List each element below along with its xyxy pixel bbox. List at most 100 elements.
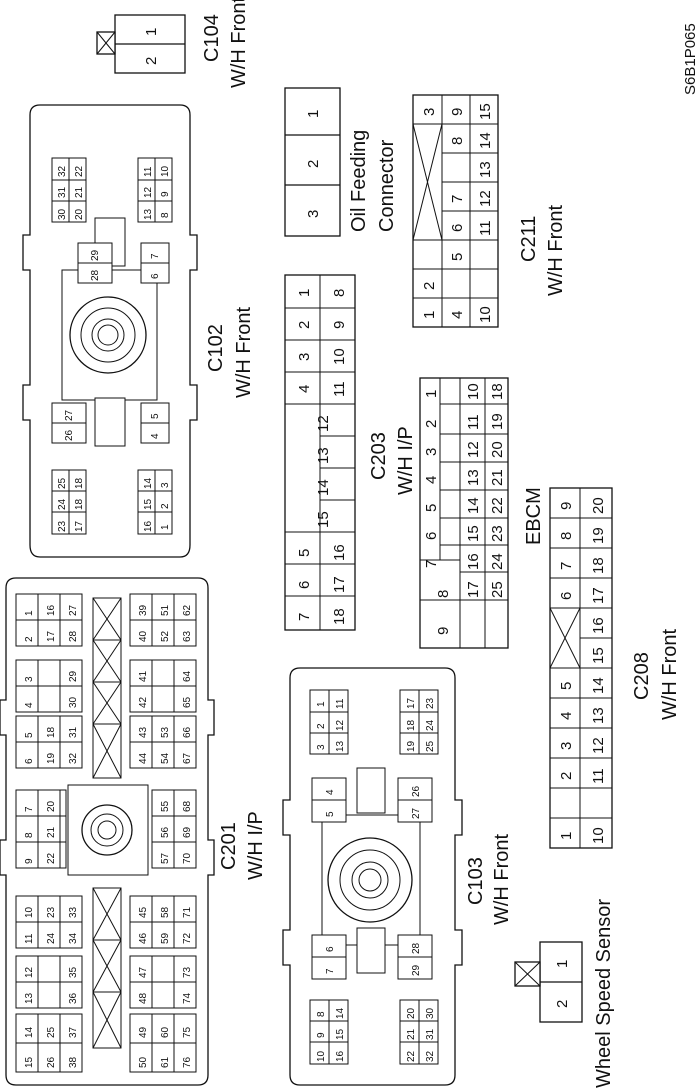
svg-text:3: 3 bbox=[24, 676, 35, 682]
c208-pin: 18 bbox=[590, 557, 607, 574]
svg-text:45: 45 bbox=[138, 906, 149, 918]
c211-pin: 15 bbox=[477, 103, 494, 120]
svg-text:33: 33 bbox=[68, 906, 79, 918]
svg-text:11: 11 bbox=[143, 166, 154, 177]
svg-text:20: 20 bbox=[406, 1007, 417, 1019]
svg-text:23: 23 bbox=[57, 520, 68, 532]
c208-pin: 3 bbox=[558, 742, 575, 750]
connector-oil-feeding: 1 2 3 Oil Feeding Connector bbox=[284, 87, 398, 237]
svg-text:30: 30 bbox=[57, 208, 68, 220]
svg-text:21: 21 bbox=[406, 1028, 417, 1040]
svg-text:75: 75 bbox=[182, 1026, 193, 1038]
svg-text:28: 28 bbox=[68, 630, 79, 642]
ebcm-pin: 20 bbox=[489, 441, 506, 458]
svg-text:2: 2 bbox=[316, 723, 327, 729]
svg-text:15: 15 bbox=[335, 1028, 346, 1040]
svg-text:10: 10 bbox=[160, 165, 171, 177]
svg-text:26: 26 bbox=[64, 429, 75, 441]
oil-pin-1: 1 bbox=[305, 110, 322, 118]
svg-text:3: 3 bbox=[316, 744, 327, 750]
svg-text:17: 17 bbox=[46, 630, 57, 642]
svg-text:65: 65 bbox=[182, 696, 193, 708]
svg-text:40: 40 bbox=[138, 630, 149, 642]
svg-text:4: 4 bbox=[325, 789, 336, 795]
svg-text:27: 27 bbox=[68, 604, 79, 616]
svg-text:17: 17 bbox=[74, 520, 85, 532]
svg-text:19: 19 bbox=[406, 740, 417, 752]
c211-pin: 11 bbox=[477, 220, 494, 236]
svg-text:13: 13 bbox=[335, 740, 346, 752]
svg-text:29: 29 bbox=[68, 670, 79, 682]
c203-pin: 3 bbox=[296, 353, 313, 361]
c103-name: C103 bbox=[465, 857, 487, 905]
svg-text:5: 5 bbox=[150, 413, 161, 419]
c208-pin: 6 bbox=[558, 592, 575, 600]
svg-text:34: 34 bbox=[68, 932, 79, 944]
svg-text:60: 60 bbox=[160, 1026, 171, 1038]
connector-wheel-speed-sensor: 1 2 Wheel Speed Sensor bbox=[514, 899, 615, 1088]
c211-pin: 13 bbox=[477, 161, 494, 178]
svg-text:22: 22 bbox=[74, 165, 85, 177]
svg-text:7: 7 bbox=[24, 806, 35, 812]
svg-text:11: 11 bbox=[335, 698, 346, 709]
svg-text:5: 5 bbox=[325, 811, 336, 817]
c203-pin: 12 bbox=[315, 415, 332, 432]
c211-pin: 4 bbox=[449, 311, 466, 319]
c208-pin: 19 bbox=[590, 527, 607, 544]
svg-text:7: 7 bbox=[150, 253, 161, 259]
c201-harness: W/H I/P bbox=[245, 811, 267, 880]
svg-text:14: 14 bbox=[335, 1007, 346, 1019]
c208-pin: 17 bbox=[590, 587, 607, 604]
connector-c104: 1 2 C104 W/H Front bbox=[96, 0, 250, 88]
ebcm-pin: 6 bbox=[423, 532, 440, 540]
ebcm-name: EBCM bbox=[523, 487, 545, 545]
svg-text:11: 11 bbox=[24, 933, 35, 944]
c203-pin: 1 bbox=[296, 289, 313, 297]
c208-pin: 13 bbox=[590, 707, 607, 724]
svg-text:9: 9 bbox=[316, 1032, 327, 1038]
svg-text:24: 24 bbox=[57, 498, 68, 510]
ebcm-pin: 23 bbox=[489, 525, 506, 542]
c208-pin: 5 bbox=[558, 682, 575, 690]
svg-text:6: 6 bbox=[325, 946, 336, 952]
c211-pin: 1 bbox=[421, 311, 438, 319]
svg-text:12: 12 bbox=[335, 719, 346, 731]
svg-text:35: 35 bbox=[68, 966, 79, 978]
c208-name: C208 bbox=[631, 652, 653, 700]
svg-text:8: 8 bbox=[316, 1011, 327, 1017]
svg-text:53: 53 bbox=[160, 726, 171, 738]
c211-pin: 9 bbox=[449, 108, 466, 116]
svg-text:24: 24 bbox=[425, 719, 436, 731]
svg-text:16: 16 bbox=[46, 604, 57, 616]
svg-text:36: 36 bbox=[68, 992, 79, 1004]
svg-text:31: 31 bbox=[68, 726, 79, 738]
svg-text:7: 7 bbox=[325, 968, 336, 974]
ebcm-pin: 11 bbox=[465, 414, 482, 430]
svg-text:13: 13 bbox=[143, 208, 154, 220]
c208-pin: 7 bbox=[558, 562, 575, 570]
svg-text:64: 64 bbox=[182, 670, 193, 682]
c203-pin: 8 bbox=[331, 289, 348, 297]
svg-text:1: 1 bbox=[160, 524, 171, 530]
svg-text:17: 17 bbox=[406, 697, 417, 709]
svg-text:76: 76 bbox=[182, 1056, 193, 1068]
svg-text:12: 12 bbox=[24, 966, 35, 978]
c203-pin: 2 bbox=[296, 321, 313, 329]
oil-pin-3: 3 bbox=[305, 210, 322, 218]
svg-text:73: 73 bbox=[182, 966, 193, 978]
svg-text:31: 31 bbox=[425, 1028, 436, 1040]
connector-c208: 9 8 7 6 5 4 3 2 1 20 19 18 17 16 15 14 1… bbox=[549, 487, 681, 849]
svg-text:55: 55 bbox=[160, 800, 171, 812]
svg-text:21: 21 bbox=[74, 186, 85, 198]
c104-name: C104 bbox=[201, 14, 223, 62]
svg-text:27: 27 bbox=[411, 807, 422, 819]
ebcm-pin: 4 bbox=[423, 476, 440, 484]
svg-text:66: 66 bbox=[182, 726, 193, 738]
svg-text:29: 29 bbox=[411, 964, 422, 976]
c201-name: C201 bbox=[218, 822, 240, 870]
svg-text:18: 18 bbox=[74, 477, 85, 489]
svg-text:3: 3 bbox=[160, 482, 171, 488]
figure-code: S6B1P065 bbox=[682, 23, 699, 95]
ebcm-pin: 7 bbox=[423, 560, 440, 568]
